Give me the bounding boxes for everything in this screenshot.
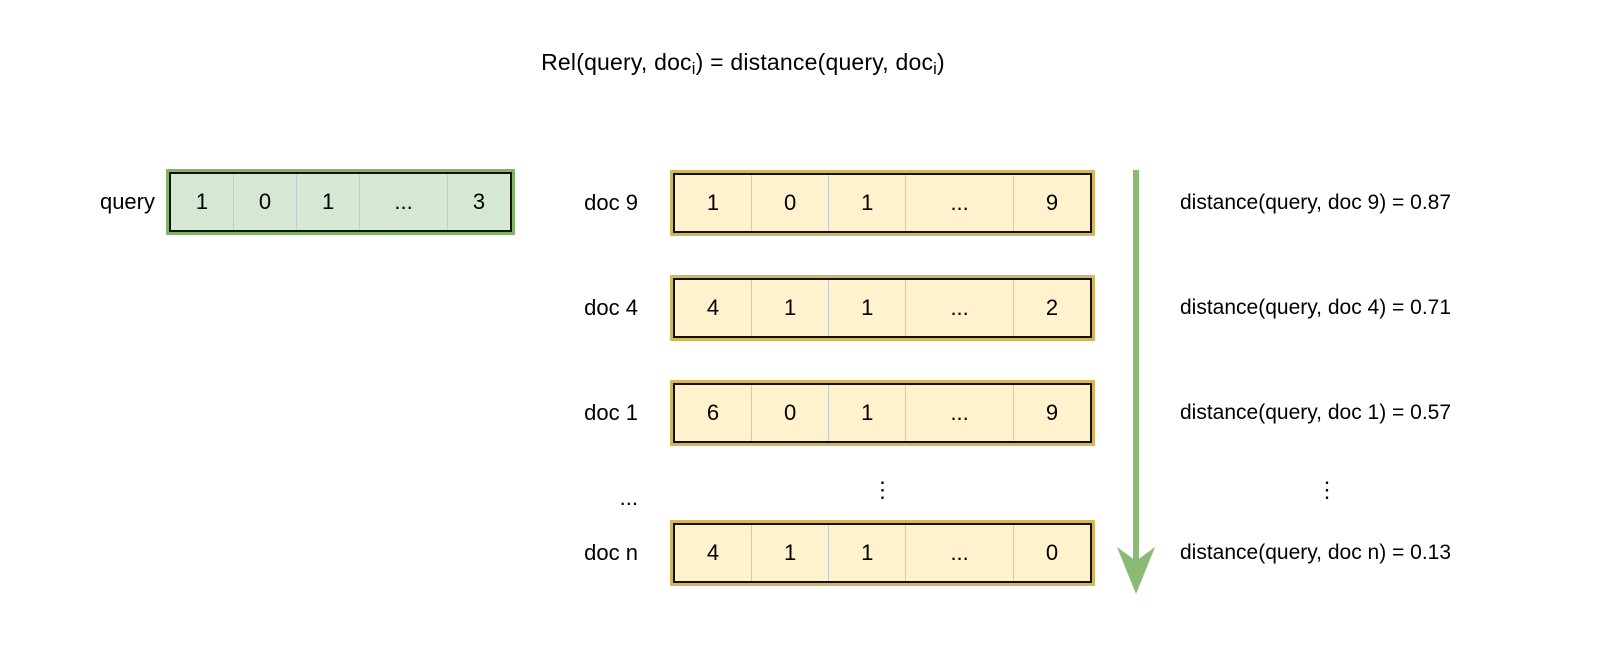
vector-cell: 4 — [706, 540, 720, 565]
vector-cell: 1 — [706, 190, 720, 215]
vector-cell: 6 — [706, 400, 720, 425]
vector-cell: 9 — [1012, 175, 1090, 231]
title-subscript: i — [691, 58, 696, 78]
vector-cell: 1 — [828, 385, 905, 441]
doc-vector: 6 0 1 ... 9 — [670, 380, 1095, 446]
vector-cell: 0 — [1012, 525, 1090, 581]
vector-column-ellipsis: ⋮ — [871, 477, 894, 502]
vector-cell: 3 — [446, 174, 510, 230]
vector-cell: 1 — [751, 280, 828, 336]
vector-cell: 0 — [751, 175, 828, 231]
vector-cell: 1 — [828, 280, 905, 336]
vector-cell-ellipsis: ... — [905, 280, 1013, 336]
arrow-head — [1117, 547, 1155, 594]
distance-annotation: distance(query, doc 4) = 0.71 — [1180, 296, 1452, 319]
vector-cell: 1 — [296, 174, 359, 230]
vector-cell: 1 — [751, 525, 828, 581]
vector-cell: 0 — [233, 174, 296, 230]
doc-label: doc n — [584, 540, 638, 565]
vector-cell: 1 — [195, 189, 209, 214]
vector-cell: 4 — [706, 295, 720, 320]
doc-label: doc 1 — [584, 400, 638, 425]
vector-cell: 2 — [1012, 280, 1090, 336]
vector-cell: 1 — [828, 175, 905, 231]
vector-cell-ellipsis: ... — [905, 175, 1013, 231]
distance-annotation: distance(query, doc 9) = 0.87 — [1180, 191, 1452, 214]
doc-list-ellipsis: ... — [619, 485, 638, 510]
distance-annotation: distance(query, doc n) = 0.13 — [1180, 541, 1452, 564]
vector-cell: 9 — [1012, 385, 1090, 441]
query-vector-cells: 1 0 1 ... 3 — [169, 172, 512, 232]
doc-vector-cells: 4 1 1 ... 2 — [673, 278, 1092, 338]
doc-label: doc 9 — [584, 190, 638, 215]
vector-cell-ellipsis: ... — [905, 385, 1013, 441]
doc-vector-cells: 6 0 1 ... 9 — [673, 383, 1092, 443]
query-label: query — [99, 189, 155, 214]
title-segment: ) — [937, 49, 945, 75]
vector-cell-ellipsis: ... — [359, 174, 447, 230]
arrow-shaft — [1133, 170, 1139, 562]
vector-cell: 0 — [751, 385, 828, 441]
query-vector: 1 0 1 ... 3 — [166, 169, 515, 235]
vector-cell-ellipsis: ... — [905, 525, 1013, 581]
distance-column-ellipsis: ⋮ — [1316, 477, 1338, 502]
title-formula: Rel(query, doci) = distance(query, doci) — [0, 49, 1486, 78]
title-segment: ) = distance(query, doc — [695, 49, 934, 75]
title-segment: Rel(query, doc — [541, 49, 692, 75]
distance-annotation: distance(query, doc 1) = 0.57 — [1180, 401, 1452, 424]
vector-cell: 1 — [828, 525, 905, 581]
doc-vector: 1 0 1 ... 9 — [670, 170, 1095, 236]
doc-vector-cells: 4 1 1 ... 0 — [673, 523, 1092, 583]
doc-vector-cells: 1 0 1 ... 9 — [673, 173, 1092, 233]
doc-vector: 4 1 1 ... 2 — [670, 275, 1095, 341]
doc-vector: 4 1 1 ... 0 — [670, 520, 1095, 586]
title-subscript: i — [933, 58, 938, 78]
doc-label: doc 4 — [584, 295, 638, 320]
down-arrow-icon — [1117, 170, 1155, 594]
